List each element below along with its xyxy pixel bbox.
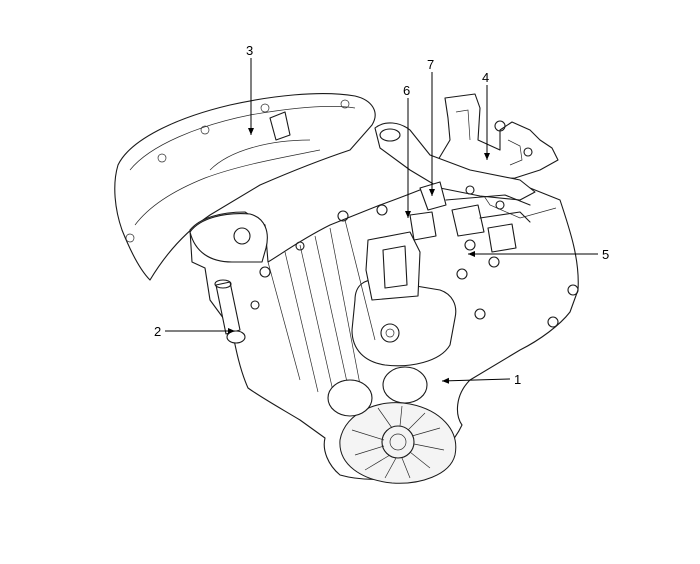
shift-lever-assembly (374, 122, 536, 253)
callout-1: 1 (514, 372, 521, 387)
transmission-case (189, 174, 579, 484)
callout-6: 6 (403, 83, 410, 98)
callout-2: 2 (154, 324, 161, 339)
callout-4: 4 (482, 70, 489, 85)
clutch-release-cylinder (214, 279, 246, 344)
callout-labels: 1 2 3 4 5 6 7 (154, 43, 609, 387)
callout-5: 5 (602, 247, 609, 262)
callout-3: 3 (246, 43, 253, 58)
clutch-housing (114, 93, 376, 281)
callout-7: 7 (427, 57, 434, 72)
leader-lines (165, 58, 598, 384)
leader-1 (441, 377, 511, 384)
